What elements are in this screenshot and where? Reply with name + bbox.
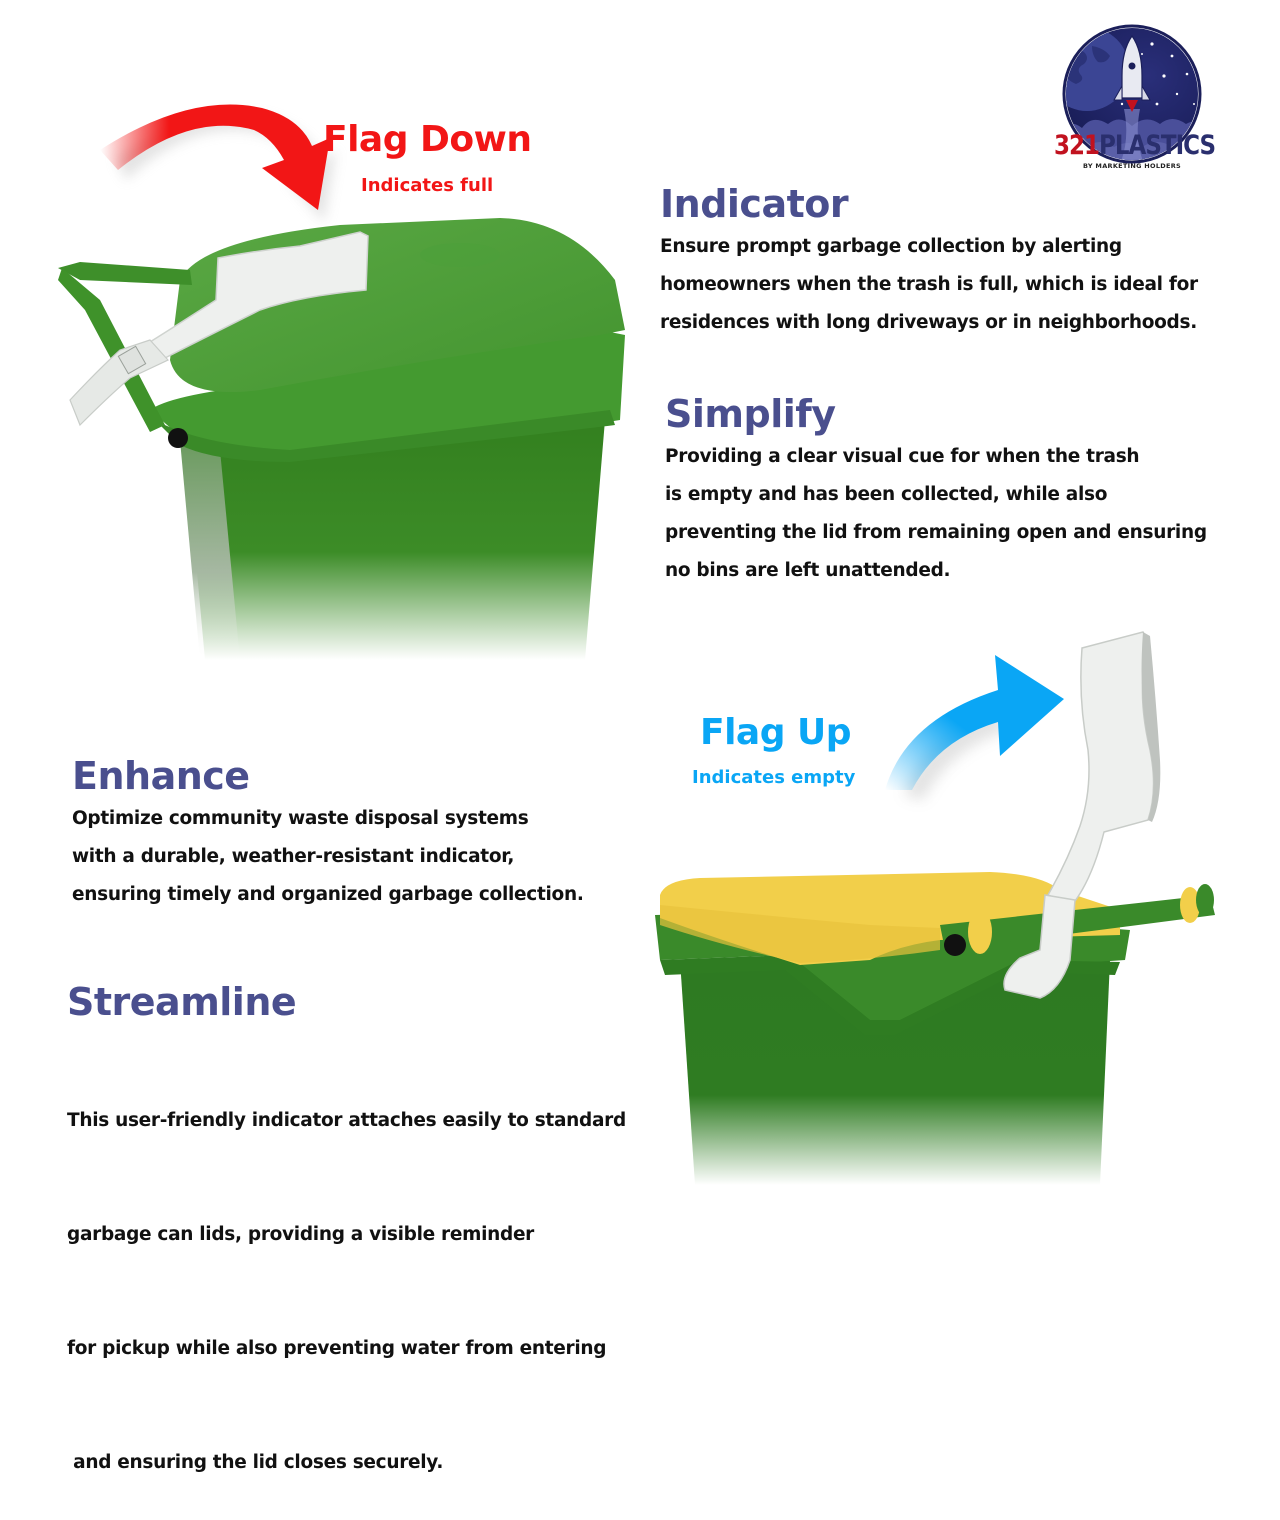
streamline-line: garbage can lids, providing a visible re… (67, 1224, 535, 1245)
enhance-line: ensuring timely and organized garbage co… (72, 884, 584, 905)
enhance-heading: Enhance (72, 754, 250, 798)
brand-number: 321 (1054, 130, 1100, 161)
curved-arrow-down-icon (100, 104, 336, 222)
enhance-line: with a durable, weather-resistant indica… (72, 846, 515, 867)
enhance-line: Optimize community waste disposal system… (72, 808, 529, 829)
flag-up-subtitle: Indicates empty (692, 767, 856, 788)
indicator-line: homeowners when the trash is full, which… (660, 274, 1198, 295)
simplify-description: Providing a clear visual cue for when th… (665, 438, 1207, 590)
streamline-line: and ensuring the lid closes securely. (67, 1452, 444, 1473)
bin-flag-down-image (58, 104, 625, 660)
indicator-line: Ensure prompt garbage collection by aler… (660, 236, 1122, 257)
bin-flag-up-image (655, 631, 1215, 1185)
simplify-line: Providing a clear visual cue for when th… (665, 446, 1140, 467)
simplify-line: is empty and has been collected, while a… (665, 484, 1108, 505)
simplify-line: no bins are left unattended. (665, 560, 951, 581)
flag-down-subtitle: Indicates full (361, 175, 494, 196)
streamline-line: for pickup while also preventing water f… (67, 1338, 607, 1359)
brand-name: 321PLASTICS (1054, 130, 1216, 161)
streamline-heading: Streamline (67, 980, 297, 1024)
streamline-description: This user-friendly indicator attaches ea… (67, 1026, 626, 1520)
indicator-line: residences with long driveways or in nei… (660, 312, 1197, 333)
simplify-heading: Simplify (665, 392, 836, 436)
streamline-line: This user-friendly indicator attaches ea… (67, 1110, 626, 1131)
brand-logo-badge-icon (1062, 24, 1202, 164)
brand-word: PLASTICS (1099, 130, 1216, 161)
indicator-heading: Indicator (660, 182, 849, 226)
simplify-line: preventing the lid from remaining open a… (665, 522, 1207, 543)
brand-tagline: BY MARKETING HOLDERS (1082, 162, 1182, 170)
flag-down-title: Flag Down (323, 119, 532, 160)
flag-up-title: Flag Up (700, 712, 852, 753)
curved-arrow-up-icon (885, 655, 1064, 800)
indicator-description: Ensure prompt garbage collection by aler… (660, 228, 1198, 342)
enhance-description: Optimize community waste disposal system… (72, 800, 584, 914)
